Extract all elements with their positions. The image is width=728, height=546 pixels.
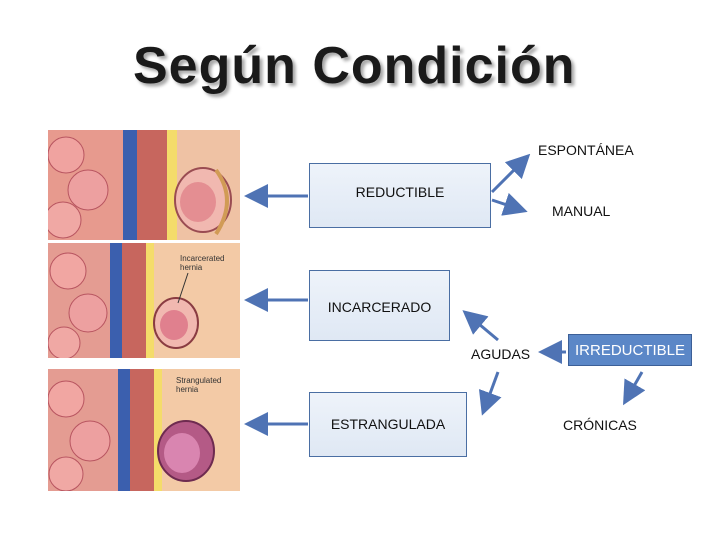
slide-title: Según Condición xyxy=(133,37,576,95)
arrow-agudas-to-incarcerado xyxy=(462,310,499,342)
manual-label: MANUAL xyxy=(552,203,611,219)
incarcerated-caption: Incarcerated xyxy=(180,254,224,263)
arrow-to-espontanea xyxy=(490,153,531,194)
hernia-reducible-image xyxy=(48,130,240,240)
strangulated-caption: Strangulated xyxy=(176,376,221,385)
svg-text:hernia: hernia xyxy=(176,385,199,394)
hernia-incarcerated-image: Incarcerated hernia xyxy=(48,243,240,358)
arrow-to-manual xyxy=(491,192,528,216)
reductible-box: REDUCTIBLE xyxy=(309,163,491,228)
incarcerado-label: INCARCERADO xyxy=(327,299,432,315)
incarcerado-box: INCARCERADO xyxy=(309,270,450,341)
arrow-agudas-to-estrangulada xyxy=(478,371,502,416)
estrangulada-box: ESTRANGULADA xyxy=(309,392,467,457)
hernia-strangulated-image: Strangulated hernia xyxy=(48,369,240,491)
agudas-label: AGUDAS xyxy=(471,346,531,362)
arrow-irreductible-to-cronicas xyxy=(623,371,646,406)
reductible-label: REDUCTIBLE xyxy=(355,184,445,200)
irreductible-box: IRREDUCTIBLE xyxy=(568,334,692,366)
svg-text:hernia: hernia xyxy=(180,263,203,272)
espontanea-label: ESPONTÁNEA xyxy=(538,142,634,158)
irreductible-label: IRREDUCTIBLE xyxy=(574,341,686,359)
cronicas-label: CRÓNICAS xyxy=(563,417,637,433)
estrangulada-label: ESTRANGULADA xyxy=(330,416,446,432)
